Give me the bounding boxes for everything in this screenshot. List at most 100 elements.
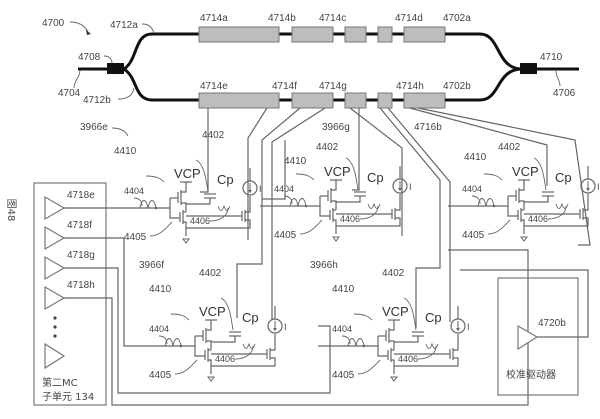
- label-4410: 4410: [149, 284, 172, 295]
- label-4406: 4406: [190, 216, 210, 226]
- leader-4712a: [141, 23, 155, 34]
- leader-4706: [555, 69, 561, 87]
- label-4405: 4405: [332, 370, 355, 381]
- label-4710: 4710: [540, 52, 563, 63]
- label-4714d: 4714d: [395, 13, 423, 24]
- segment-4702a: [403, 26, 446, 43]
- leader-3966e: [111, 127, 129, 137]
- wire-4718h: [64, 249, 529, 406]
- segment-4714a: [198, 26, 280, 43]
- output-coupler: [520, 63, 537, 74]
- driver-4720b-icon: [517, 324, 539, 351]
- leader-4712b: [117, 87, 135, 100]
- cp-label: Cp: [242, 310, 259, 325]
- label-4714b: 4714b: [268, 13, 296, 24]
- label-4712b: 4712b: [83, 95, 111, 106]
- segment-4714d: [377, 26, 393, 43]
- label-4404: 4404: [462, 184, 482, 194]
- current-label: I: [597, 182, 600, 192]
- segment-4702b: [403, 92, 446, 109]
- figure-label: 图48: [5, 199, 17, 222]
- ellipsis-dot: [53, 316, 57, 320]
- label-4405: 4405: [462, 230, 485, 241]
- vcp-label: VCP: [512, 164, 539, 179]
- wire-4714e-a: [200, 108, 209, 193]
- driver-4718e-icon: [44, 195, 66, 221]
- label-4702b: 4702b: [443, 81, 471, 92]
- vcp-label: VCP: [382, 304, 409, 319]
- lower-arm-out: [445, 67, 521, 102]
- label-4410: 4410: [332, 284, 355, 295]
- label-4704: 4704: [58, 88, 81, 99]
- wire-4714f-a: [236, 107, 301, 318]
- label-4718g: 4718g: [67, 250, 95, 261]
- input-coupler: [107, 63, 124, 74]
- second-mc-caption-2: 子单元 134: [42, 391, 94, 403]
- label-4405: 4405: [274, 230, 297, 241]
- label-4410: 4410: [284, 156, 307, 167]
- circuit-4716b: 4716b 4402 4410 VCP Cp I 4404 4406 4405: [414, 122, 600, 242]
- label-3966h: 3966h: [310, 260, 338, 271]
- wire-4718g: [64, 267, 331, 394]
- calibration-caption: 校准驱动器: [506, 368, 556, 381]
- label-4406: 4406: [215, 354, 235, 364]
- label-4402: 4402: [199, 268, 222, 279]
- current-label: I: [259, 184, 262, 194]
- label-4410: 4410: [114, 146, 137, 157]
- driver-extra-icon: [44, 342, 66, 370]
- second-mc-subunit: 4718e 4718f 4718g 4718h 第二MC 子单元 134: [33, 182, 107, 406]
- label-4700: 4700: [42, 18, 65, 29]
- label-4716b: 4716b: [414, 122, 442, 133]
- driver-4718h-icon: [44, 285, 66, 311]
- label-4714f: 4714f: [272, 81, 297, 92]
- wire-4718f: [64, 237, 135, 347]
- cp-label: Cp: [367, 170, 384, 185]
- segment-4714e: [198, 92, 280, 109]
- label-4718h: 4718h: [67, 280, 95, 291]
- ellipsis-dot: [53, 325, 57, 329]
- label-4410: 4410: [464, 152, 487, 163]
- segment-4714b: [291, 26, 334, 43]
- vcp-label: VCP: [199, 304, 226, 319]
- label-4405: 4405: [149, 370, 172, 381]
- lower-arm: [123, 67, 198, 102]
- label-4402: 4402: [316, 142, 339, 153]
- arrow-4700: [86, 30, 91, 35]
- cp-label: Cp: [555, 170, 572, 185]
- label-4405: 4405: [124, 232, 147, 243]
- wire-4702b-a: [409, 107, 548, 186]
- segment-4714c: [344, 26, 367, 43]
- label-4406: 4406: [340, 214, 360, 224]
- calibration-driver-box: 4720b 校准驱动器: [460, 269, 589, 396]
- ellipsis-dot: [53, 334, 57, 338]
- control-wires: [200, 107, 591, 328]
- wire-4714g-b: [349, 107, 403, 236]
- wire-4720b: [460, 269, 589, 338]
- label-4718f: 4718f: [67, 220, 92, 231]
- leader-4708: [103, 55, 113, 64]
- segment-4714h: [377, 92, 393, 109]
- driver-wires: [64, 140, 529, 406]
- label-4404: 4404: [274, 184, 294, 194]
- circuit-3966h: 3966h 4402 4410 VCP Cp I 4404 4406 4405: [310, 260, 470, 382]
- wire-4702b-b: [417, 107, 591, 246]
- vcp-label: VCP: [324, 164, 351, 179]
- circuit-3966g: 3966g 4402 4410 VCP Cp I 4404 4406 4405: [259, 122, 412, 242]
- circuit-3966f: 3966f 4402 4410 VCP Cp I 4404 4406 4405: [134, 260, 287, 382]
- vcp-label: VCP: [174, 166, 201, 181]
- label-4706: 4706: [553, 88, 576, 99]
- wire-4714h-a: [379, 107, 441, 328]
- label-4714h: 4714h: [396, 81, 424, 92]
- upper-arm-out: [445, 32, 521, 71]
- label-4406: 4406: [528, 214, 548, 224]
- wire-g-input: [262, 140, 286, 200]
- label-4402: 4402: [202, 130, 225, 141]
- label-4708: 4708: [78, 52, 101, 63]
- wire-4714g-a: [352, 108, 360, 191]
- second-mc-box: [33, 182, 107, 406]
- label-4702a: 4702a: [443, 13, 471, 24]
- segment-4714g: [344, 92, 367, 109]
- label-3966g: 3966g: [322, 122, 350, 133]
- label-4404: 4404: [124, 186, 144, 196]
